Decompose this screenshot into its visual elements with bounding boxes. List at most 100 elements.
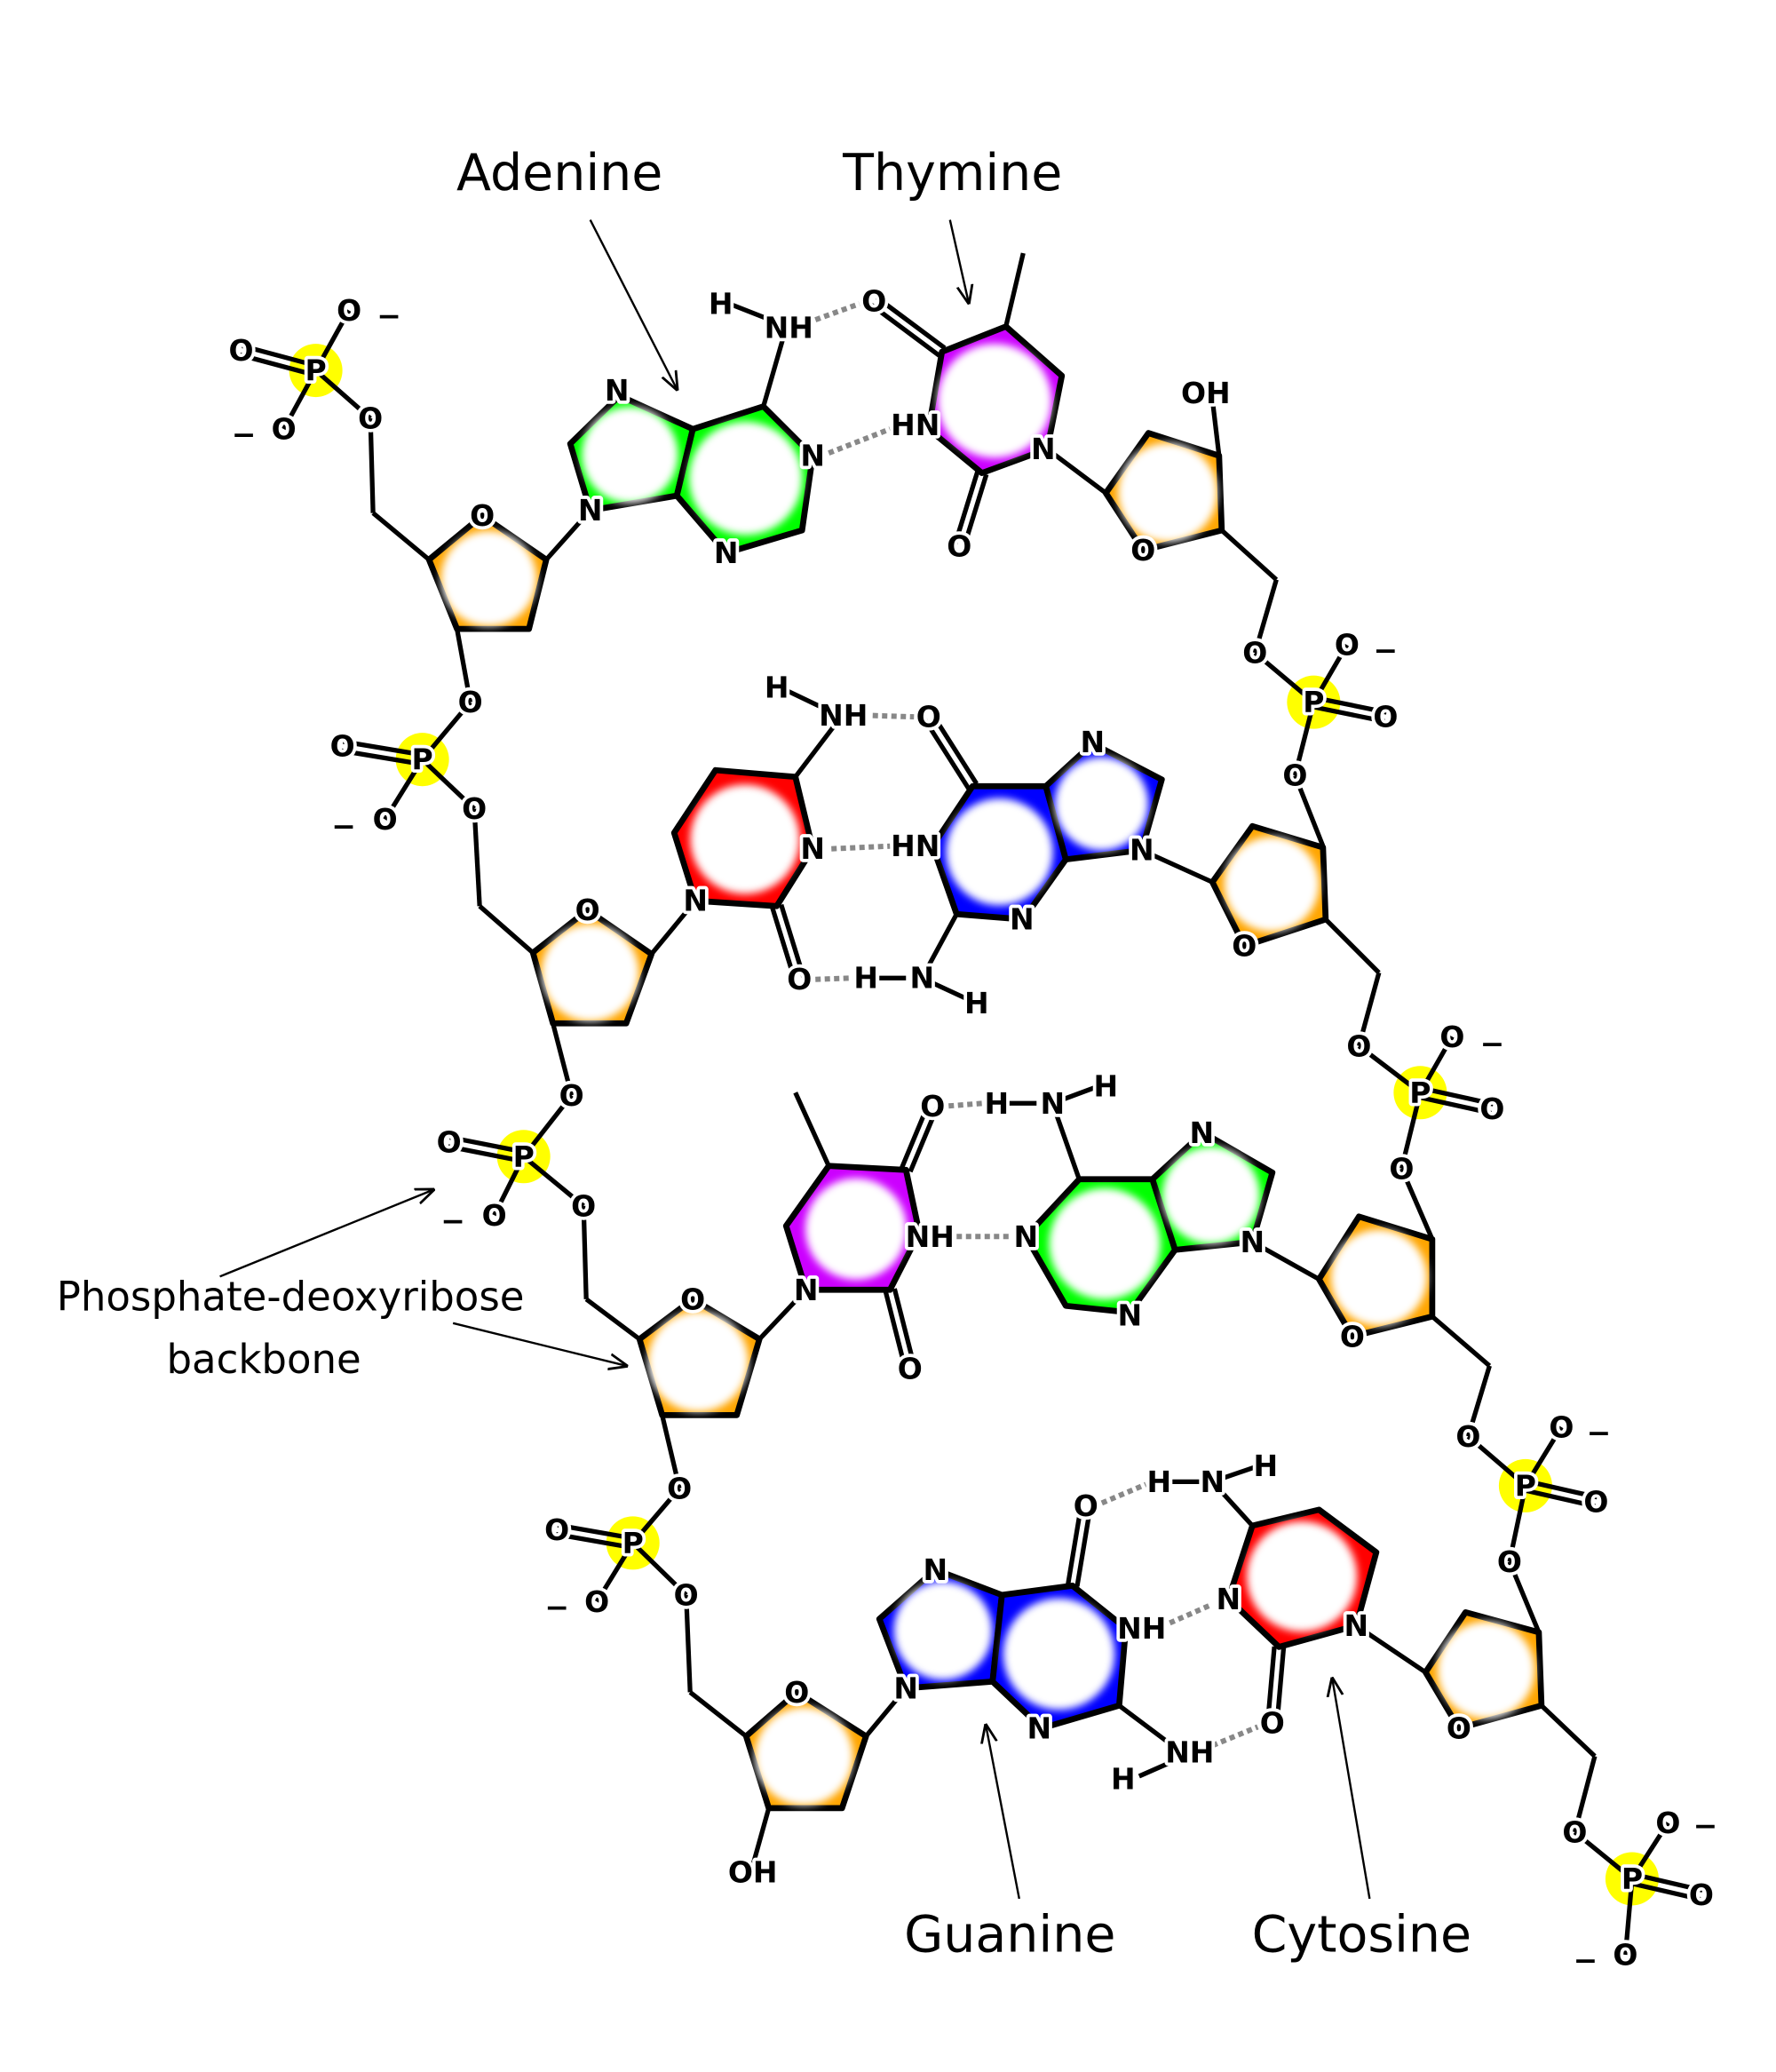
bond <box>521 1093 574 1158</box>
bond <box>420 700 472 761</box>
bond <box>1251 1240 1320 1282</box>
atom-label: N <box>1117 1298 1142 1332</box>
atom-label: O <box>330 729 355 764</box>
double-bond <box>883 1290 908 1370</box>
atom-label: P <box>1515 1468 1536 1503</box>
label-adenine: Adenine <box>456 144 662 202</box>
atom-label: N <box>1201 1465 1225 1499</box>
double-bond <box>770 906 797 982</box>
atom-label: O <box>1074 1489 1098 1523</box>
atom-label: − <box>1374 633 1399 668</box>
guanine-ring-center <box>893 1581 993 1680</box>
double-bond <box>875 295 947 350</box>
double-bond <box>341 748 423 766</box>
atom-label: H <box>709 287 733 322</box>
bond <box>1465 1365 1492 1438</box>
atom-label: O <box>559 1078 584 1113</box>
bond <box>660 1414 682 1489</box>
atom-label: H <box>765 671 789 705</box>
atom-label: P <box>513 1139 535 1174</box>
atom-label: O <box>1689 1878 1714 1912</box>
bond <box>864 1687 908 1738</box>
atom-label: O <box>787 962 812 996</box>
sugar-ring-center <box>755 1707 853 1806</box>
bond <box>1210 1480 1255 1528</box>
bond <box>761 327 789 408</box>
double-bond <box>892 1288 917 1369</box>
atom-label: N <box>683 884 708 918</box>
sugar-ring-center <box>1437 1621 1535 1719</box>
atom-label: O <box>470 498 495 533</box>
atom-label: NH <box>1117 1611 1166 1646</box>
atom-label: HN <box>891 829 940 863</box>
bond <box>472 808 482 907</box>
atom-label: N <box>800 831 825 866</box>
double-bond <box>961 473 989 549</box>
bond <box>544 508 592 561</box>
atom-label: O <box>1242 636 1267 671</box>
bond <box>1399 1167 1435 1241</box>
pointer-arrow <box>1332 1679 1371 1900</box>
sugar-ring-center <box>1224 837 1320 932</box>
atom-label: − <box>377 298 401 333</box>
bond <box>793 714 844 779</box>
bond <box>313 309 352 372</box>
atom-label: O <box>674 1577 699 1612</box>
atom-label: N <box>1031 432 1056 466</box>
bond <box>1253 651 1316 704</box>
double-bond <box>1313 695 1387 715</box>
atom-label: O <box>861 284 886 319</box>
atom-label: OH <box>728 1854 778 1889</box>
bond <box>1292 702 1316 776</box>
atom-label: N <box>909 961 934 996</box>
double-bond <box>555 1531 633 1551</box>
bond <box>793 1092 831 1167</box>
sugar-ring-center <box>542 924 639 1021</box>
double-bond <box>448 1144 524 1164</box>
double-bond <box>1066 1504 1084 1585</box>
label-guanine: Guanine <box>904 1905 1115 1964</box>
hydrogen-bond <box>1169 1601 1214 1626</box>
atom-label: P <box>622 1526 644 1560</box>
atom-label: − <box>544 1590 569 1624</box>
hydrogen-bonds <box>814 301 1259 1749</box>
atom-label: O <box>571 1188 596 1223</box>
hydrogen-bond <box>831 843 891 852</box>
atom-label: O <box>1655 1806 1680 1840</box>
bond <box>1323 917 1381 975</box>
atom-label: O <box>947 529 971 564</box>
hydrogen-bond <box>828 426 892 456</box>
atom-label: N <box>1130 833 1154 868</box>
bond <box>1572 1755 1598 1833</box>
atom-label: N <box>1027 1711 1051 1745</box>
bond <box>1220 528 1279 582</box>
atom-label: O <box>337 293 361 328</box>
atom-label: O <box>458 685 483 719</box>
bond <box>1209 399 1222 456</box>
adenine-ring-center <box>1049 1187 1161 1300</box>
bond <box>630 1541 688 1597</box>
bond <box>919 912 959 980</box>
double-bond <box>1420 1085 1495 1107</box>
atom-label: NH <box>906 1219 955 1254</box>
bond <box>368 418 376 513</box>
atom-label: N <box>1217 1582 1241 1616</box>
bond <box>551 1022 575 1096</box>
atom-label: O <box>1282 758 1307 793</box>
hydrogen-bond <box>948 1100 984 1109</box>
hydrogen-bond <box>1211 1724 1259 1749</box>
atom-label: O <box>898 1351 923 1385</box>
atom-label: O <box>584 1584 609 1619</box>
atom-label: O <box>1439 1020 1464 1054</box>
adenine-ring-center <box>582 407 678 504</box>
bond <box>649 899 698 956</box>
atom-label: N <box>1241 1225 1265 1259</box>
bond <box>594 1541 635 1603</box>
sugar-ring-center <box>440 530 536 627</box>
atom-label: O <box>1130 533 1155 568</box>
atom-label: − <box>440 1203 465 1238</box>
bond <box>1003 252 1026 328</box>
bond <box>921 975 978 1006</box>
